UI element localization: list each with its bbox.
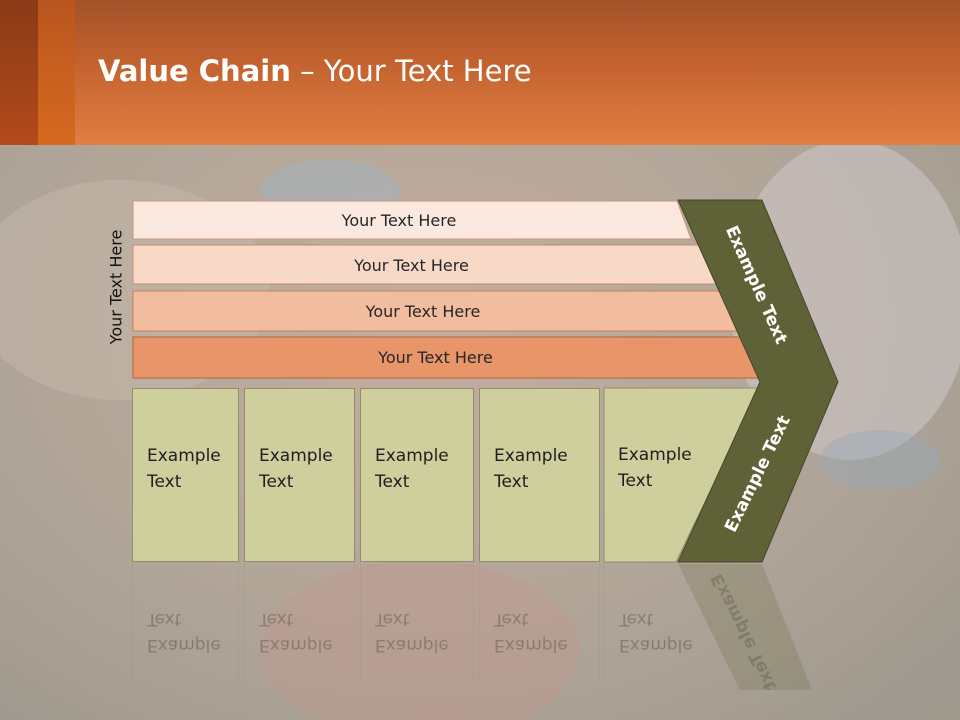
column-1-line2: Text xyxy=(147,472,182,492)
reflection-text: Example xyxy=(619,635,693,655)
column-5-line1: Example xyxy=(618,445,692,465)
title-rest: – Your Text Here xyxy=(290,54,532,88)
column-5-line2: Text xyxy=(618,471,653,491)
reflection-text: Example xyxy=(147,635,221,655)
column-box-5: Example Text xyxy=(604,388,694,562)
column-reflection: Example Text xyxy=(360,562,474,682)
column-box-2: Example Text xyxy=(244,388,355,562)
column-3-line2: Text xyxy=(375,472,410,492)
row-1: Your Text Here xyxy=(133,201,691,239)
banner-accent-strip xyxy=(0,0,38,145)
column-3-line1: Example xyxy=(375,446,449,466)
reflection-text: Example xyxy=(259,635,333,655)
row-3: Your Text Here xyxy=(133,292,739,330)
row-3-label: Your Text Here xyxy=(365,301,481,321)
column-box-4: Example Text xyxy=(479,388,600,562)
reflection-text: Text xyxy=(375,609,410,629)
row-4: Your Text Here xyxy=(133,338,764,376)
column-reflection: Example Text xyxy=(132,562,239,682)
title-bold: Value Chain xyxy=(98,54,291,88)
title-banner xyxy=(0,0,960,145)
column-box-5-shape xyxy=(603,387,761,563)
row-4-label: Your Text Here xyxy=(378,347,493,367)
column-reflection: Example Text xyxy=(479,562,600,682)
column-box-1: Example Text xyxy=(132,388,239,562)
column-4-line1: Example xyxy=(494,446,568,466)
reflection-text: Text xyxy=(494,609,529,629)
side-axis-label: Your Text Here xyxy=(106,229,126,345)
column-4-line2: Text xyxy=(494,472,529,492)
column-1-line1: Example xyxy=(147,446,221,466)
reflection-text: Example xyxy=(494,635,568,655)
chevron-arrow xyxy=(677,199,839,563)
reflection-text: Example xyxy=(375,635,449,655)
slide-title: Value Chain – Your Text Here xyxy=(98,54,532,88)
row-1-label: Your Text Here xyxy=(341,210,457,230)
row-2-label: Your Text Here xyxy=(354,255,469,275)
column-2-line1: Example xyxy=(259,446,333,466)
banner-accent-strip xyxy=(38,0,75,145)
column-reflection: Example Text xyxy=(604,562,693,682)
chevron-reflection xyxy=(678,564,812,690)
column-box-3: Example Text xyxy=(360,388,474,562)
column-reflection: Example Text xyxy=(244,562,355,682)
row-2: Your Text Here xyxy=(133,246,716,284)
reflection-text: Text xyxy=(619,609,654,629)
row-bar-1 xyxy=(132,200,692,240)
reflection-text: Text xyxy=(147,609,182,629)
reflection-text: Text xyxy=(259,609,294,629)
column-2-line2: Text xyxy=(259,472,294,492)
